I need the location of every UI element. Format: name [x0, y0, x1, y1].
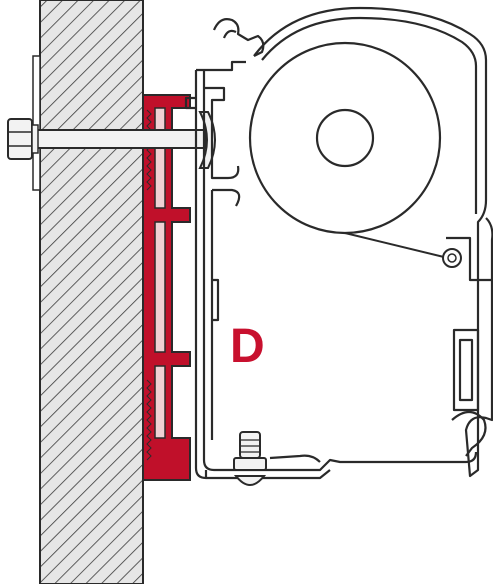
awning-cassette	[204, 6, 493, 480]
adapter-bracket	[142, 94, 191, 481]
wall	[32, 0, 144, 584]
diagram-label: D	[230, 320, 265, 373]
lower-clamp-screw	[233, 431, 267, 486]
awning-rail	[184, 60, 246, 480]
fabric-roller	[248, 41, 462, 268]
